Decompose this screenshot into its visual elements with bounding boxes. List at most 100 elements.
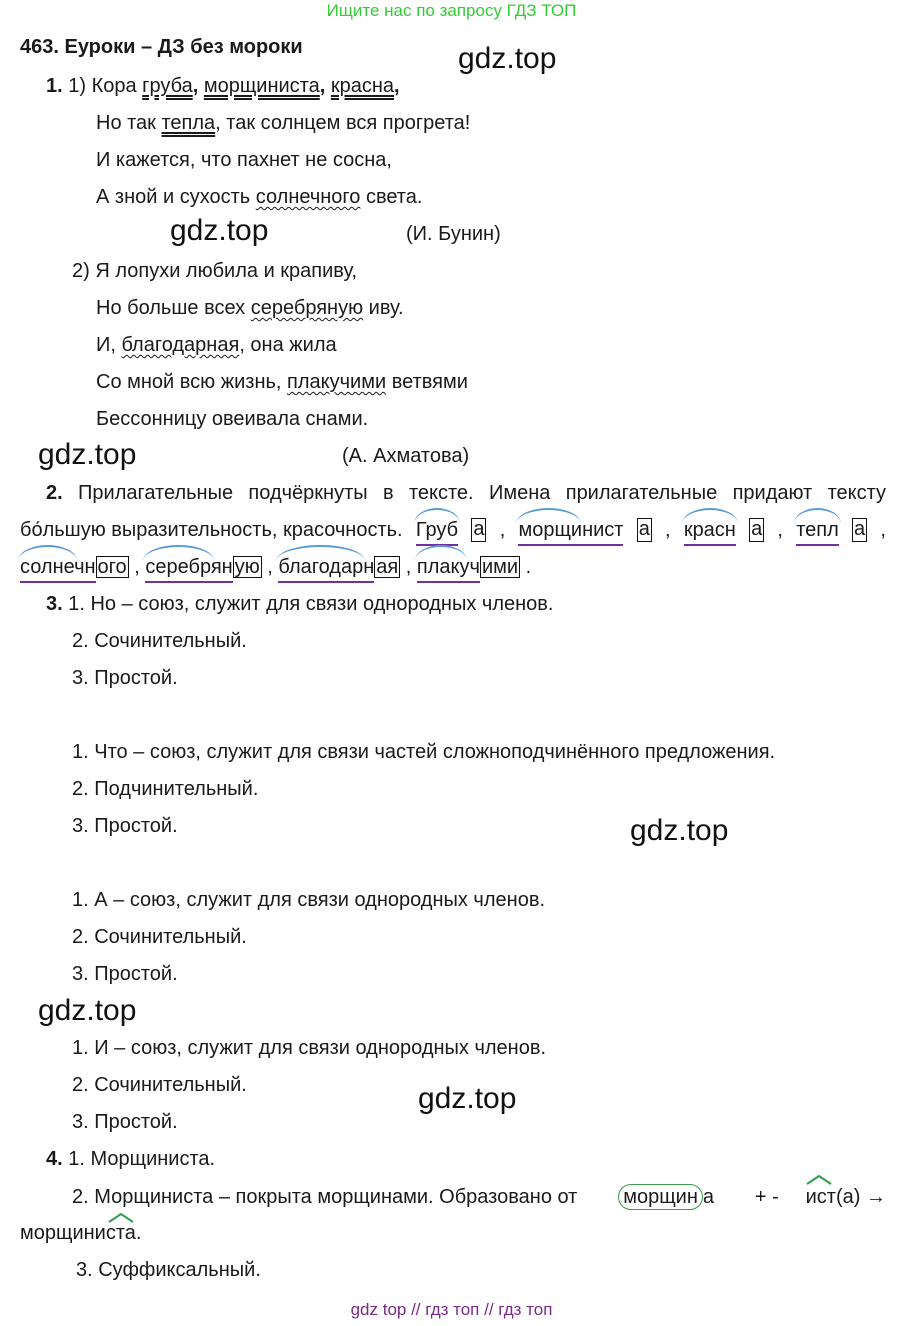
stem: Груб (415, 519, 459, 541)
root-arc (681, 508, 738, 524)
stem: морщинист (518, 519, 624, 541)
ex3-g2-l1: 1. Что – союз, служит для связи частей с… (72, 741, 776, 763)
author: (А. Ахматова) (342, 445, 470, 467)
watermark: gdz.top (38, 994, 137, 1027)
text: 2. Морщиниста – покрыта морщинами. Образ… (72, 1186, 578, 1208)
suffix-line (278, 581, 375, 583)
ending-box: ая (374, 556, 401, 578)
ending: а (702, 1186, 714, 1208)
text: 1. Морщиниста. (68, 1148, 216, 1170)
ex1-p2-line1: 2) Я лопухи любила и крапиву, (72, 260, 358, 282)
watermark: gdz.top (418, 1082, 517, 1115)
word-parse: благодарн (276, 545, 375, 583)
suffix-line (416, 581, 480, 583)
ex1-line1: 1. 1) Кора груба, морщиниста, красна, (46, 74, 400, 98)
root-arc (18, 545, 77, 561)
ex3-g4-l3: 3. Простой. (72, 1111, 178, 1133)
watermark: gdz.top (170, 214, 269, 247)
text: ветвями (386, 371, 468, 393)
text: света. (360, 186, 423, 208)
ex3-g1-l3: 3. Простой. (72, 667, 178, 689)
ex3-g2-l2: 2. Подчинительный. (72, 778, 259, 800)
adjective: плакучими (287, 371, 387, 393)
word-parse: тепл (794, 508, 841, 546)
period: . (525, 556, 532, 578)
stem: солнечн (20, 556, 96, 578)
text: морщиниста. (20, 1222, 142, 1244)
comma: , (134, 556, 140, 578)
watermark: gdz.top (630, 814, 729, 847)
ex3-g3-l3: 3. Простой. (72, 963, 178, 985)
suffix: ист (805, 1186, 836, 1208)
text: А зной и сухость (96, 186, 256, 208)
ex3-g4-l1: 1. И – союз, служит для связи однородных… (72, 1037, 547, 1059)
stem: благодарн (278, 556, 375, 578)
adjective: тепла (161, 112, 216, 134)
text: Но так (96, 112, 162, 134)
adjective: морщиниста (203, 75, 320, 97)
text: бо́льшую выразительность, красочность. (20, 519, 403, 541)
root-arc (143, 545, 214, 561)
ex3-g2-l3: 3. Простой. (72, 815, 178, 837)
adjective: серебряную (250, 297, 364, 319)
comma: , (665, 519, 671, 541)
text: 1. Но – союз, служит для связи однородны… (68, 593, 554, 615)
exercise-number: 4. (46, 1148, 63, 1170)
suffix-line (20, 581, 96, 583)
top-banner: Ищите нас по запросу ГДЗ ТОП (326, 1, 577, 20)
comma: , (405, 556, 412, 578)
comma: , (267, 556, 273, 578)
suffix-line (796, 544, 839, 546)
ex1-line3: И кажется, что пахнет не сосна, (96, 149, 392, 171)
ex4-l2: 2. Морщиниста – покрыта морщинами. Образ… (72, 1175, 886, 1210)
ex1-p2-line2: Но больше всех серебряную иву. (96, 296, 404, 320)
suffix-line (145, 581, 233, 583)
ex4-l3: морщиниста. (20, 1213, 142, 1245)
ex1-p2-line4: Со мной всю жизнь, плакучими ветвями (96, 370, 468, 394)
derived-word: морщиниста. (20, 1213, 142, 1244)
text: иву. (363, 297, 404, 319)
ending-box: а (636, 518, 652, 542)
word-parse: серебрян (143, 545, 233, 583)
ex4-l4: 3. Суффиксальный. (76, 1259, 261, 1281)
ending-box: ого (95, 556, 129, 578)
suffix-line (518, 544, 624, 546)
ex3-g1-l1: 3. 1. Но – союз, служит для связи одноро… (46, 592, 553, 616)
word-parse: морщинист (516, 508, 624, 546)
comma: , (319, 75, 331, 97)
adjective: красна (330, 75, 395, 97)
text: Прилагательные подчёркнуты в тексте. Име… (78, 482, 886, 504)
exercise-number: 3. (46, 593, 63, 615)
stem: красн (683, 519, 736, 541)
comma: , (880, 519, 886, 541)
ex3-g1-l2: 2. Сочинительный. (72, 630, 247, 652)
author: (И. Бунин) (406, 223, 501, 245)
word-parse: красн (681, 508, 738, 546)
stem: тепл (796, 519, 839, 541)
text: + - (754, 1186, 779, 1208)
ending-box: а (471, 518, 487, 542)
adjective: солнечного (255, 186, 361, 208)
ex4-l1: 4. 1. Морщиниста. (46, 1147, 215, 1171)
ex1-line2: Но так тепла, так солнцем вся прогрета! (96, 111, 470, 135)
text: 1) Кора (68, 75, 143, 97)
word-parse: солнечн (18, 545, 96, 583)
ex1-p2-line3: И, благодарная, она жила (96, 333, 337, 357)
suffix-mark-icon (108, 1213, 134, 1223)
word-parse: Груб (413, 508, 461, 546)
ex2-line2: бо́льшую выразительность, красочность. Г… (20, 508, 886, 546)
root-arc (794, 508, 841, 524)
page-title: 463. Еуроки – ДЗ без мороки (20, 36, 303, 58)
ending-box: а (851, 518, 868, 542)
word-parse: плакуч (414, 545, 480, 583)
root-oval: морщин (618, 1184, 703, 1210)
comma: , (192, 75, 204, 97)
ex3-g4-l2: 2. Сочинительный. (72, 1074, 247, 1096)
ex3-g3-l1: 1. А – союз, служит для связи однородных… (72, 889, 545, 911)
comma: , (499, 519, 506, 541)
stem: плакуч (416, 556, 480, 578)
ex2-line1: 2. Прилагательные подчёркнуты в тексте. … (20, 481, 886, 505)
root-arc (413, 508, 461, 524)
watermark: gdz.top (38, 438, 137, 471)
